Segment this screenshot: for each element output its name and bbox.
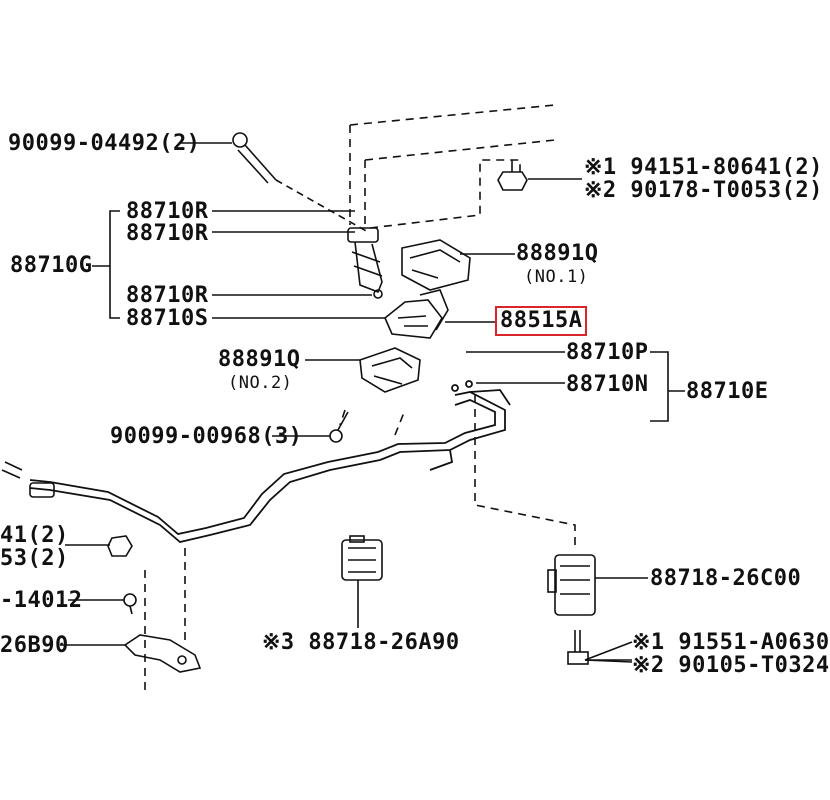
phantom-lines	[144, 104, 576, 690]
label-q2-sub: (NO.2)	[228, 373, 293, 393]
label-q1[interactable]: 88891Q	[516, 241, 599, 266]
label-bolt-mid[interactable]: 90099-00968(3)	[110, 424, 303, 449]
label-88515a-highlight[interactable]: 88515A	[495, 306, 588, 336]
left-bracket-icon	[123, 634, 202, 673]
part-88515a-icon	[384, 289, 449, 339]
brake-tubes	[29, 380, 511, 543]
label-nut-b[interactable]: ※2 90178-T0053(2)	[584, 178, 823, 203]
label-clamp-right[interactable]: 88718-26C00	[650, 566, 802, 591]
left-clamp-icon	[1, 461, 55, 498]
label-g[interactable]: 88710G	[10, 253, 93, 278]
label-left-d[interactable]: 26B90	[0, 633, 69, 658]
label-left-c[interactable]: -14012	[0, 588, 83, 613]
nut-icon	[497, 160, 528, 191]
label-left-a[interactable]: 41(2)	[0, 523, 69, 548]
connector-block-icon	[347, 227, 383, 299]
bracket-no1-icon	[401, 239, 471, 291]
label-q1-sub: (NO.1)	[524, 267, 589, 287]
label-bolt-br-a[interactable]: ※1 91551-A0630	[632, 630, 830, 655]
label-nut-a[interactable]: ※1 94151-80641(2)	[584, 155, 823, 180]
bolt-mid-icon	[329, 411, 349, 443]
right-bolt-icon	[567, 630, 589, 665]
leader-lines	[60, 142, 685, 663]
label-s[interactable]: 88710S	[126, 306, 209, 331]
label-r1[interactable]: 88710R	[126, 199, 209, 224]
label-n[interactable]: 88710N	[566, 372, 649, 397]
left-bolt-icon	[123, 593, 137, 615]
center-clamp-icon	[341, 535, 383, 581]
label-r3[interactable]: 88710R	[126, 283, 209, 308]
label-clamp-center[interactable]: ※3 88718-26A90	[262, 630, 460, 655]
bracket-no2-icon	[359, 347, 421, 393]
label-bolt-top[interactable]: 90099-04492(2)	[8, 131, 201, 156]
label-r2[interactable]: 88710R	[126, 221, 209, 246]
bolt-top-icon	[232, 132, 369, 233]
label-bolt-br-b[interactable]: ※2 90105-T0324	[632, 653, 830, 678]
right-clamp-icon	[547, 554, 596, 616]
label-left-b[interactable]: 53(2)	[0, 546, 69, 571]
left-nut-icon	[107, 535, 133, 557]
label-q2[interactable]: 88891Q	[218, 347, 301, 372]
label-p[interactable]: 88710P	[566, 340, 649, 365]
parts-diagram	[1, 104, 685, 690]
label-e[interactable]: 88710E	[686, 379, 769, 404]
